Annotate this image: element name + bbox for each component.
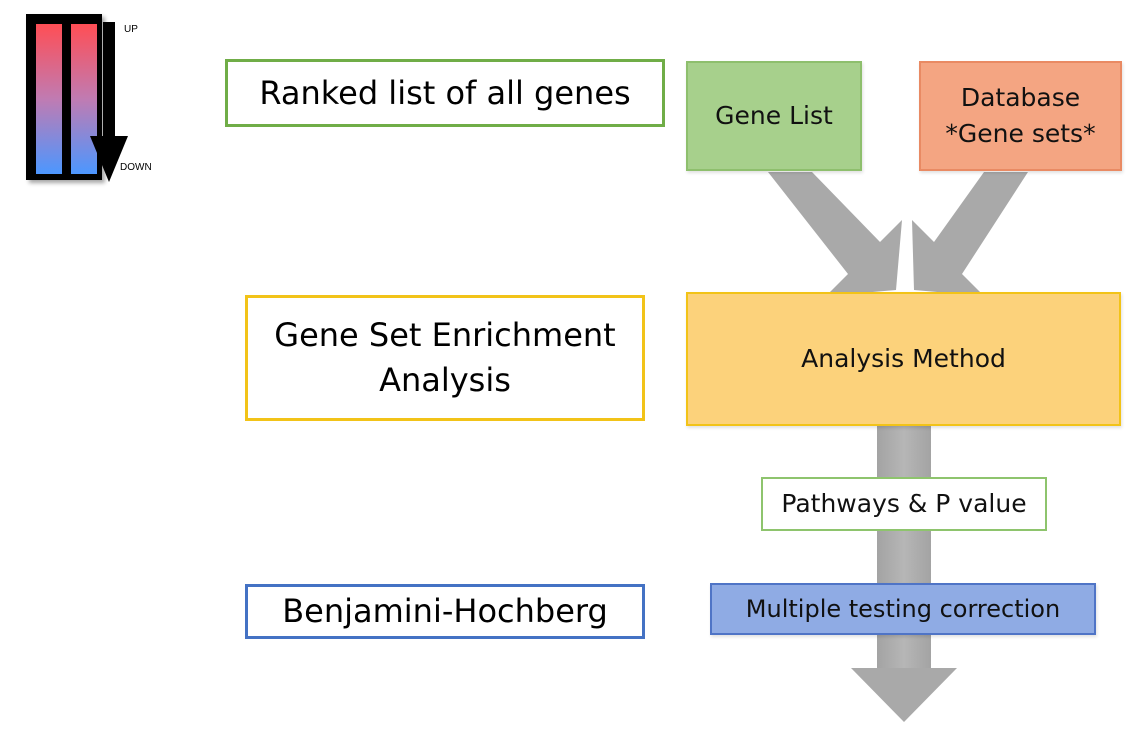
arrow-database-to-analysis [912, 172, 1028, 296]
database-text-line1: Database [960, 82, 1081, 112]
ranked-gradient-icon: UP DOWN [26, 14, 166, 186]
rank-frame [26, 14, 102, 180]
multiple-testing-correction-box: Multiple testing correction [710, 583, 1096, 635]
bh-text: Benjamini-Hochberg [282, 592, 608, 631]
gene-list-text: Gene List [715, 100, 833, 130]
analysis-method-box: Analysis Method [686, 292, 1121, 426]
database-text-line2: *Gene sets* [945, 119, 1096, 148]
analysis-method-text: Analysis Method [801, 343, 1006, 373]
ranked-list-label: Ranked list of all genes [225, 59, 665, 127]
gsea-label: Gene Set Enrichment Analysis [245, 295, 645, 421]
pathways-p-value-box: Pathways & P value [761, 477, 1047, 531]
gradient-bar-left [36, 24, 62, 174]
ranked-list-text: Ranked list of all genes [259, 73, 631, 112]
benjamini-hochberg-label: Benjamini-Hochberg [245, 584, 645, 639]
gene-list-box: Gene List [686, 61, 862, 171]
gsea-text-line2: Analysis [379, 361, 511, 399]
pathways-text: Pathways & P value [781, 488, 1027, 518]
database-box: Database *Gene sets* [919, 61, 1122, 171]
arrow-gene-list-to-analysis [768, 172, 902, 296]
up-label: UP [124, 24, 138, 35]
down-label: DOWN [120, 162, 152, 173]
arrow-head-down [851, 668, 957, 722]
down-arrow-icon [90, 22, 128, 182]
gradient-bar-right [71, 24, 97, 174]
multiple-testing-text: Multiple testing correction [745, 594, 1061, 623]
gsea-text-line1: Gene Set Enrichment [274, 316, 616, 355]
